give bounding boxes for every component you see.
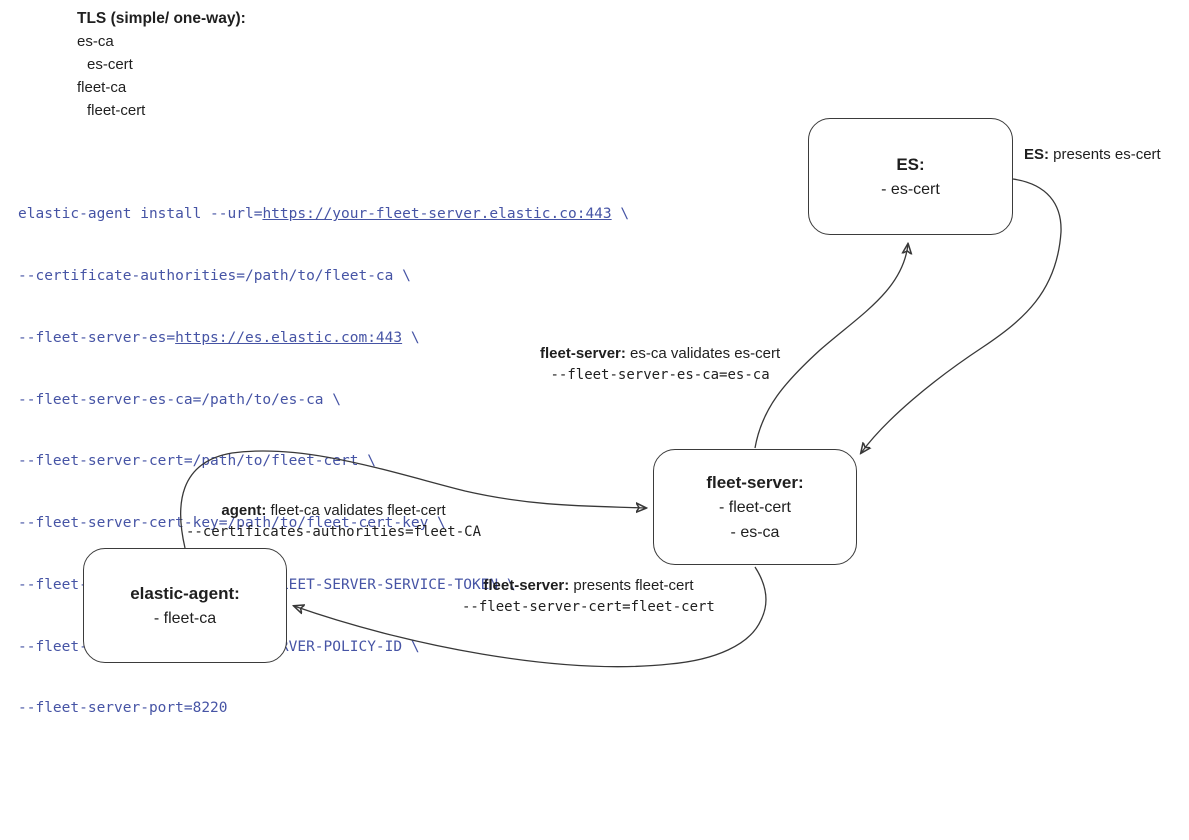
node-es-title: ES: xyxy=(896,154,925,174)
node-es: ES: - es-cert xyxy=(808,118,1013,235)
legend-item-fleet-cert: fleet-cert xyxy=(87,102,146,119)
node-fleet-server-title: fleet-server: xyxy=(706,472,804,492)
label-bold: agent: xyxy=(221,502,267,519)
label-line: agent: fleet-ca validates fleet-cert xyxy=(186,502,481,520)
command-line-5: --fleet-server-cert=/path/to/fleet-cert … xyxy=(18,453,376,470)
label-bold: ES: xyxy=(1024,146,1050,163)
command-text: elastic-agent install --url= xyxy=(18,206,263,223)
legend-title: TLS (simple/ one-way): xyxy=(77,10,246,27)
label-flag-code: --fleet-server-cert=fleet-cert xyxy=(462,599,715,615)
command-line-1: elastic-agent install --url=https://your… xyxy=(18,204,629,225)
command-line-3: --fleet-server-es=https://es.elastic.com… xyxy=(18,328,629,349)
label-line: fleet-server: presents fleet-cert xyxy=(462,577,715,595)
command-text: \ xyxy=(402,329,420,346)
label-text: fleet-ca validates fleet-cert xyxy=(266,502,446,519)
label-text: es-ca validates es-cert xyxy=(625,345,781,362)
command-line-9: --fleet-server-port=8220 xyxy=(18,700,228,717)
label-text: presents fleet-cert xyxy=(569,577,694,594)
es-url-link[interactable]: https://es.elastic.com:443 xyxy=(175,329,403,346)
node-fleet-server-line: - fleet-cert xyxy=(718,498,791,516)
label-agent-validates-fleet-cert: agent: fleet-ca validates fleet-cert --c… xyxy=(186,502,481,541)
node-elastic-agent-title: elastic-agent: xyxy=(130,583,240,603)
label-fleet-server-validates-es-cert: fleet-server: es-ca validates es-cert --… xyxy=(540,345,780,384)
node-elastic-agent: elastic-agent: - fleet-ca xyxy=(83,548,287,663)
label-bold: fleet-server: xyxy=(540,345,626,362)
label-text: presents es-cert xyxy=(1049,146,1161,163)
label-es-presents-es-cert: ES: presents es-cert xyxy=(1024,146,1161,164)
install-command-block: elastic-agent install --url=https://your… xyxy=(18,163,629,760)
command-text: --fleet-server-es= xyxy=(18,329,176,346)
fleet-server-url-link[interactable]: https://your-fleet-server.elastic.co:443 xyxy=(262,206,612,223)
label-flag-code: --fleet-server-es-ca=es-ca xyxy=(550,367,770,383)
node-fleet-server-line: - es-ca xyxy=(730,523,780,541)
tls-legend: TLS (simple/ one-way): es-ca es-cert fle… xyxy=(77,7,246,122)
command-text: \ xyxy=(611,206,630,223)
label-line: fleet-server: es-ca validates es-cert xyxy=(540,345,780,363)
node-es-line: - es-cert xyxy=(881,180,940,198)
command-line-4: --fleet-server-es-ca=/path/to/es-ca \ xyxy=(18,391,342,408)
legend-item-es-cert: es-cert xyxy=(87,56,133,73)
legend-item-es-ca: es-ca xyxy=(77,33,114,50)
node-elastic-agent-line: - fleet-ca xyxy=(153,609,217,627)
label-fleet-server-presents-fleet-cert: fleet-server: presents fleet-cert --flee… xyxy=(462,577,715,616)
node-fleet-server: fleet-server: - fleet-cert - es-ca xyxy=(653,449,857,565)
label-bold: fleet-server: xyxy=(483,577,570,594)
command-line-2: --certificate-authorities=/path/to/fleet… xyxy=(18,267,411,284)
label-flag-code: --certificates-authorities=fleet-CA xyxy=(186,524,482,540)
legend-item-fleet-ca: fleet-ca xyxy=(77,79,127,96)
